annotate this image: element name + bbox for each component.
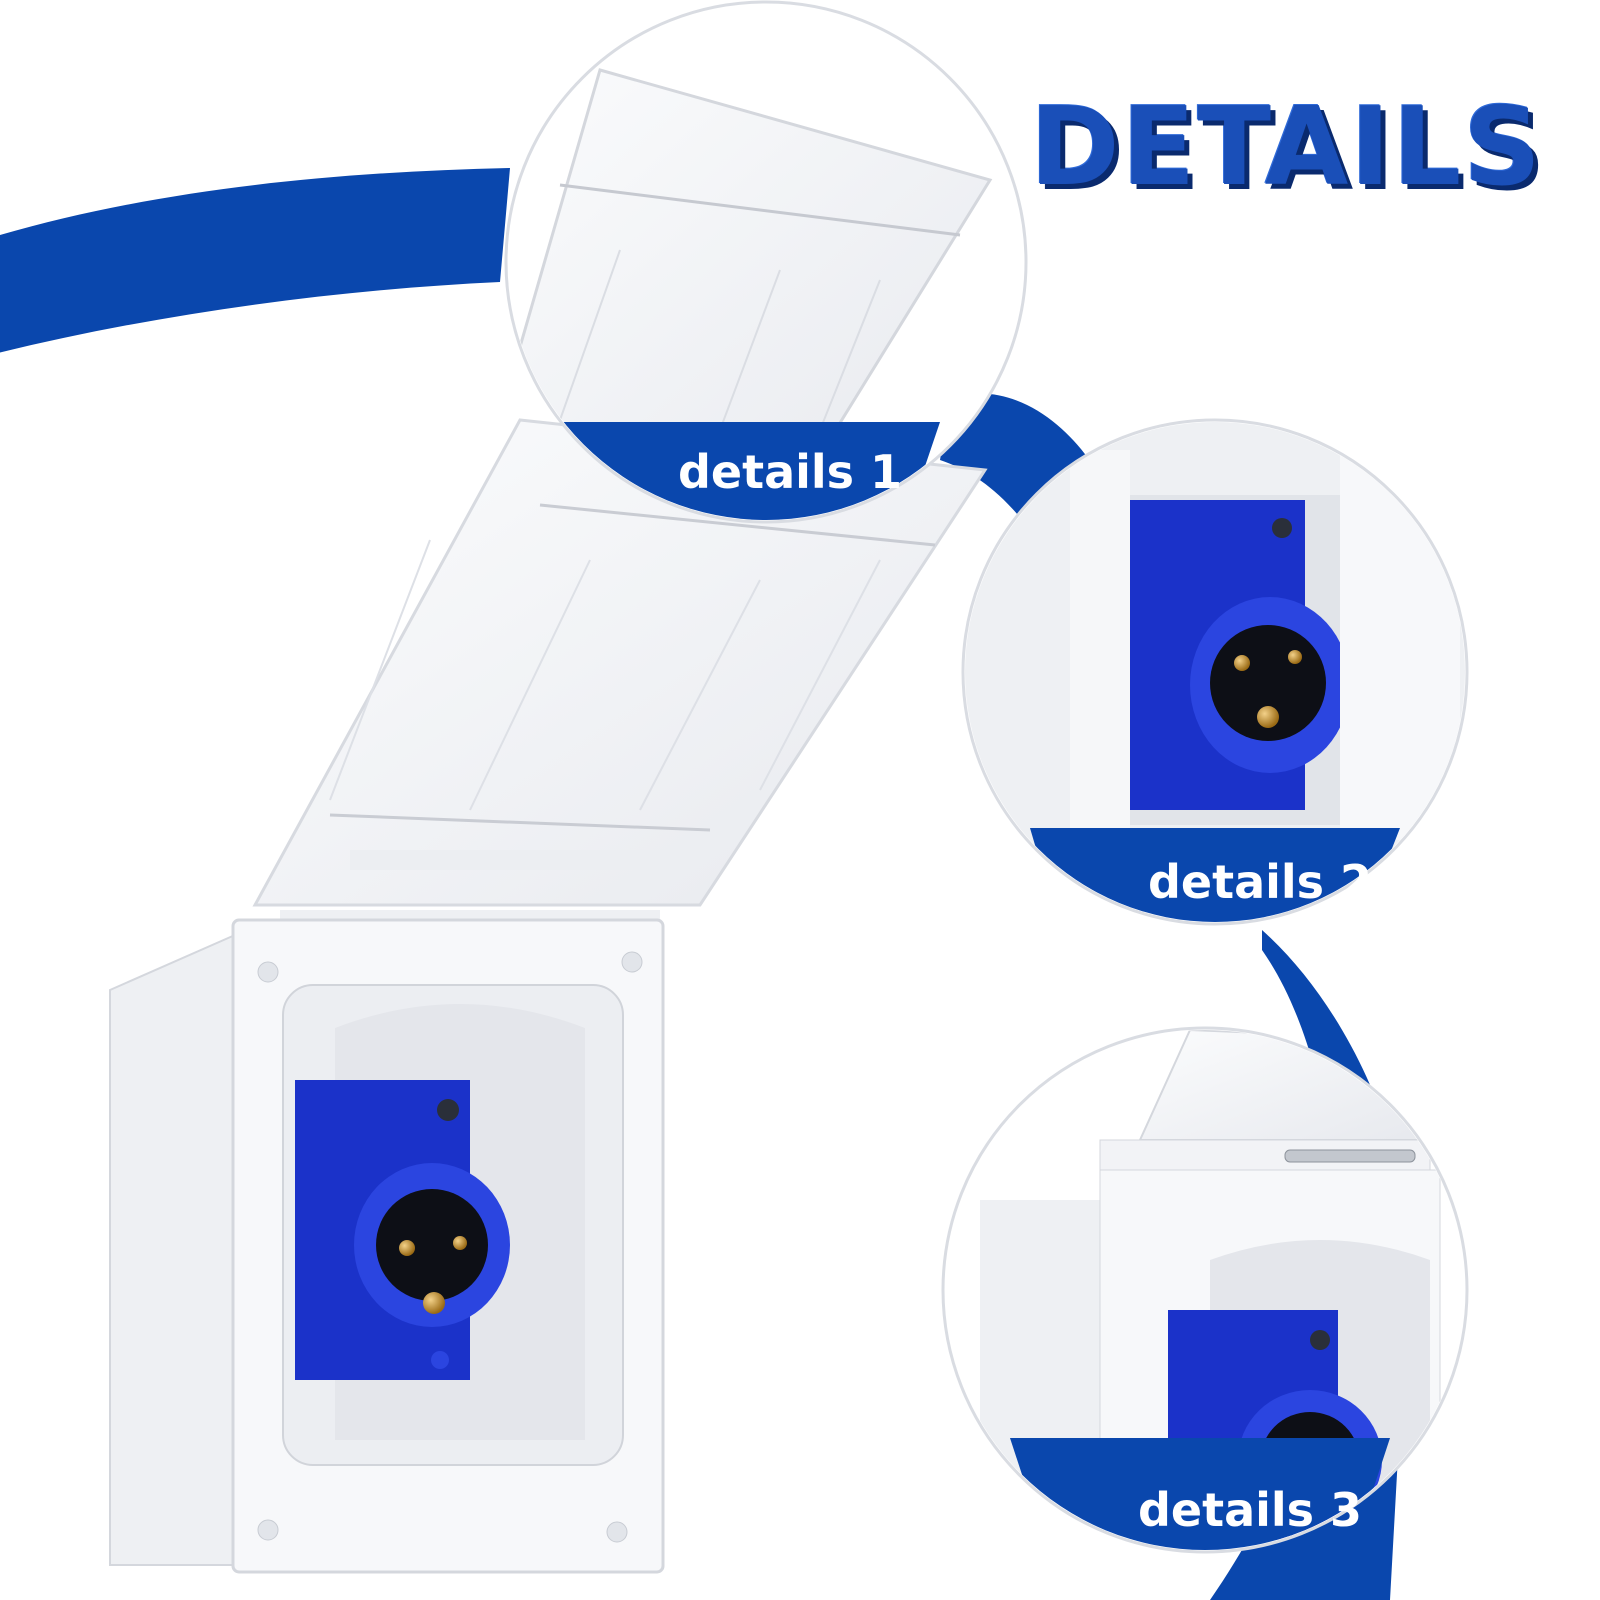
detail-label-2: details 2 — [1147, 855, 1373, 909]
blue-swoosh-top — [0, 168, 510, 353]
socket-housing-side — [109, 933, 236, 1566]
detail-circle-1 — [504, 0, 1028, 524]
detail-label-1: details 1 — [677, 445, 903, 499]
power-inlet-socket-icon — [295, 1080, 510, 1380]
page-headline: DETAILS — [1030, 85, 1544, 210]
detail-label-3: details 3 — [1137, 1483, 1363, 1537]
